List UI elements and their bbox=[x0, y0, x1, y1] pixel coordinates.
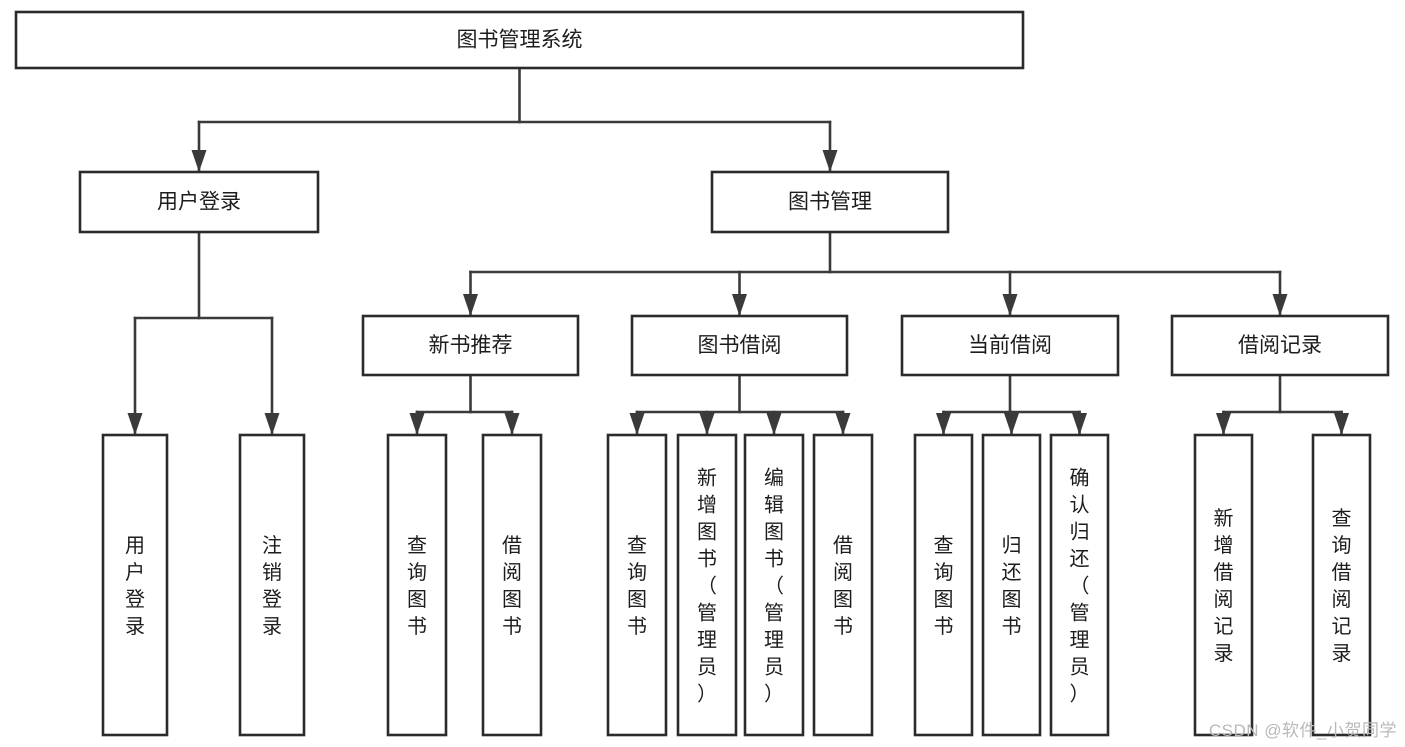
node-leaf-3-0-新增借阅记录[interactable]: 新增借阅记录 bbox=[1193, 433, 1254, 737]
node-box bbox=[1311, 433, 1372, 737]
arrow-head-icon bbox=[1334, 413, 1349, 435]
node-root-图书管理系统[interactable]: 图书管理系统 bbox=[14, 10, 1025, 70]
node-label: 编辑图书（管理员） bbox=[764, 467, 784, 706]
node-label: 图书管理 bbox=[788, 191, 872, 214]
node-box bbox=[386, 433, 448, 737]
node-label: 归还图书 bbox=[1002, 534, 1022, 638]
arrow-head-icon bbox=[766, 413, 782, 435]
node-box bbox=[101, 433, 169, 737]
node-box bbox=[630, 314, 849, 377]
node-box bbox=[481, 433, 543, 737]
node-label: 新增图书（管理员） bbox=[697, 467, 717, 706]
node-label: 确认归还（管理员） bbox=[1070, 467, 1090, 706]
connectors-layer bbox=[127, 66, 1349, 436]
arrow-head-icon bbox=[463, 294, 478, 316]
node-leaf-0-0-查询图书[interactable]: 查询图书 bbox=[386, 433, 448, 737]
arrow-head-icon bbox=[264, 413, 280, 435]
arrow-head-icon bbox=[1004, 413, 1019, 435]
arrow-head-icon bbox=[732, 294, 747, 316]
node-box bbox=[743, 433, 805, 737]
arrow-head-icon bbox=[936, 413, 951, 435]
node-leaf-1-0-查询图书[interactable]: 查询图书 bbox=[606, 433, 668, 737]
node-box bbox=[1049, 433, 1110, 737]
node-leaf-1-1-新增图书管理员[interactable]: 新增图书（管理员） bbox=[676, 433, 738, 737]
node-box bbox=[710, 170, 950, 234]
node-category-借阅记录[interactable]: 借阅记录 bbox=[1170, 314, 1390, 377]
node-box bbox=[1193, 433, 1254, 737]
node-label: 借阅图书 bbox=[833, 534, 853, 638]
node-box bbox=[913, 433, 974, 737]
node-branch-用户登录[interactable]: 用户登录 bbox=[78, 170, 320, 234]
nodes-layer: 图书管理系统用户登录图书管理用户登录注销登录新书推荐查询图书借阅图书图书借阅查询… bbox=[14, 10, 1390, 737]
node-box bbox=[78, 170, 320, 234]
node-leaf-1-2-编辑图书管理员[interactable]: 编辑图书（管理员） bbox=[743, 433, 805, 737]
node-leaf-user-0-用户登录[interactable]: 用户登录 bbox=[101, 433, 169, 737]
node-box bbox=[812, 433, 874, 737]
node-leaf-1-3-借阅图书[interactable]: 借阅图书 bbox=[812, 433, 874, 737]
arrow-head-icon bbox=[835, 413, 851, 435]
node-label: 借阅记录 bbox=[1238, 334, 1322, 357]
node-box bbox=[606, 433, 668, 737]
arrow-head-icon bbox=[191, 150, 207, 172]
arrow-head-icon bbox=[1216, 413, 1231, 435]
arrow-head-icon bbox=[822, 150, 838, 172]
arrow-head-icon bbox=[1272, 294, 1288, 316]
node-label: 图书借阅 bbox=[698, 334, 782, 357]
node-label: 借阅图书 bbox=[502, 534, 522, 638]
node-leaf-2-0-查询图书[interactable]: 查询图书 bbox=[913, 433, 974, 737]
node-leaf-user-1-注销登录[interactable]: 注销登录 bbox=[238, 433, 306, 737]
node-leaf-0-1-借阅图书[interactable]: 借阅图书 bbox=[481, 433, 543, 737]
node-leaf-2-2-确认归还管理员[interactable]: 确认归还（管理员） bbox=[1049, 433, 1110, 737]
arrow-head-icon bbox=[629, 413, 645, 435]
arrow-head-icon bbox=[127, 413, 143, 435]
node-label: 查询图书 bbox=[627, 534, 647, 638]
node-label: 当前借阅 bbox=[968, 334, 1052, 357]
node-leaf-3-1-查询借阅记录[interactable]: 查询借阅记录 bbox=[1311, 433, 1372, 737]
node-box bbox=[1170, 314, 1390, 377]
node-label: 查询借阅记录 bbox=[1332, 507, 1352, 665]
node-category-当前借阅[interactable]: 当前借阅 bbox=[900, 314, 1120, 377]
node-label: 新增借阅记录 bbox=[1214, 507, 1234, 665]
node-branch-图书管理[interactable]: 图书管理 bbox=[710, 170, 950, 234]
node-box bbox=[676, 433, 738, 737]
node-label: 查询图书 bbox=[934, 534, 954, 638]
node-label: 注销登录 bbox=[262, 534, 282, 638]
node-label: 图书管理系统 bbox=[457, 29, 583, 52]
node-label: 查询图书 bbox=[407, 534, 427, 638]
node-leaf-2-1-归还图书[interactable]: 归还图书 bbox=[981, 433, 1042, 737]
arrow-head-icon bbox=[699, 413, 715, 435]
node-category-新书推荐[interactable]: 新书推荐 bbox=[361, 314, 580, 377]
node-category-图书借阅[interactable]: 图书借阅 bbox=[630, 314, 849, 377]
node-label: 用户登录 bbox=[157, 191, 241, 214]
node-label: 用户登录 bbox=[125, 535, 145, 638]
node-box bbox=[981, 433, 1042, 737]
node-box bbox=[238, 433, 306, 737]
node-box bbox=[14, 10, 1025, 70]
node-box bbox=[361, 314, 580, 377]
arrow-head-icon bbox=[1002, 294, 1018, 316]
node-label: 新书推荐 bbox=[429, 334, 513, 357]
arrow-head-icon bbox=[504, 413, 520, 435]
arrow-head-icon bbox=[409, 413, 425, 435]
arrow-head-icon bbox=[1072, 413, 1087, 435]
node-box bbox=[900, 314, 1120, 377]
